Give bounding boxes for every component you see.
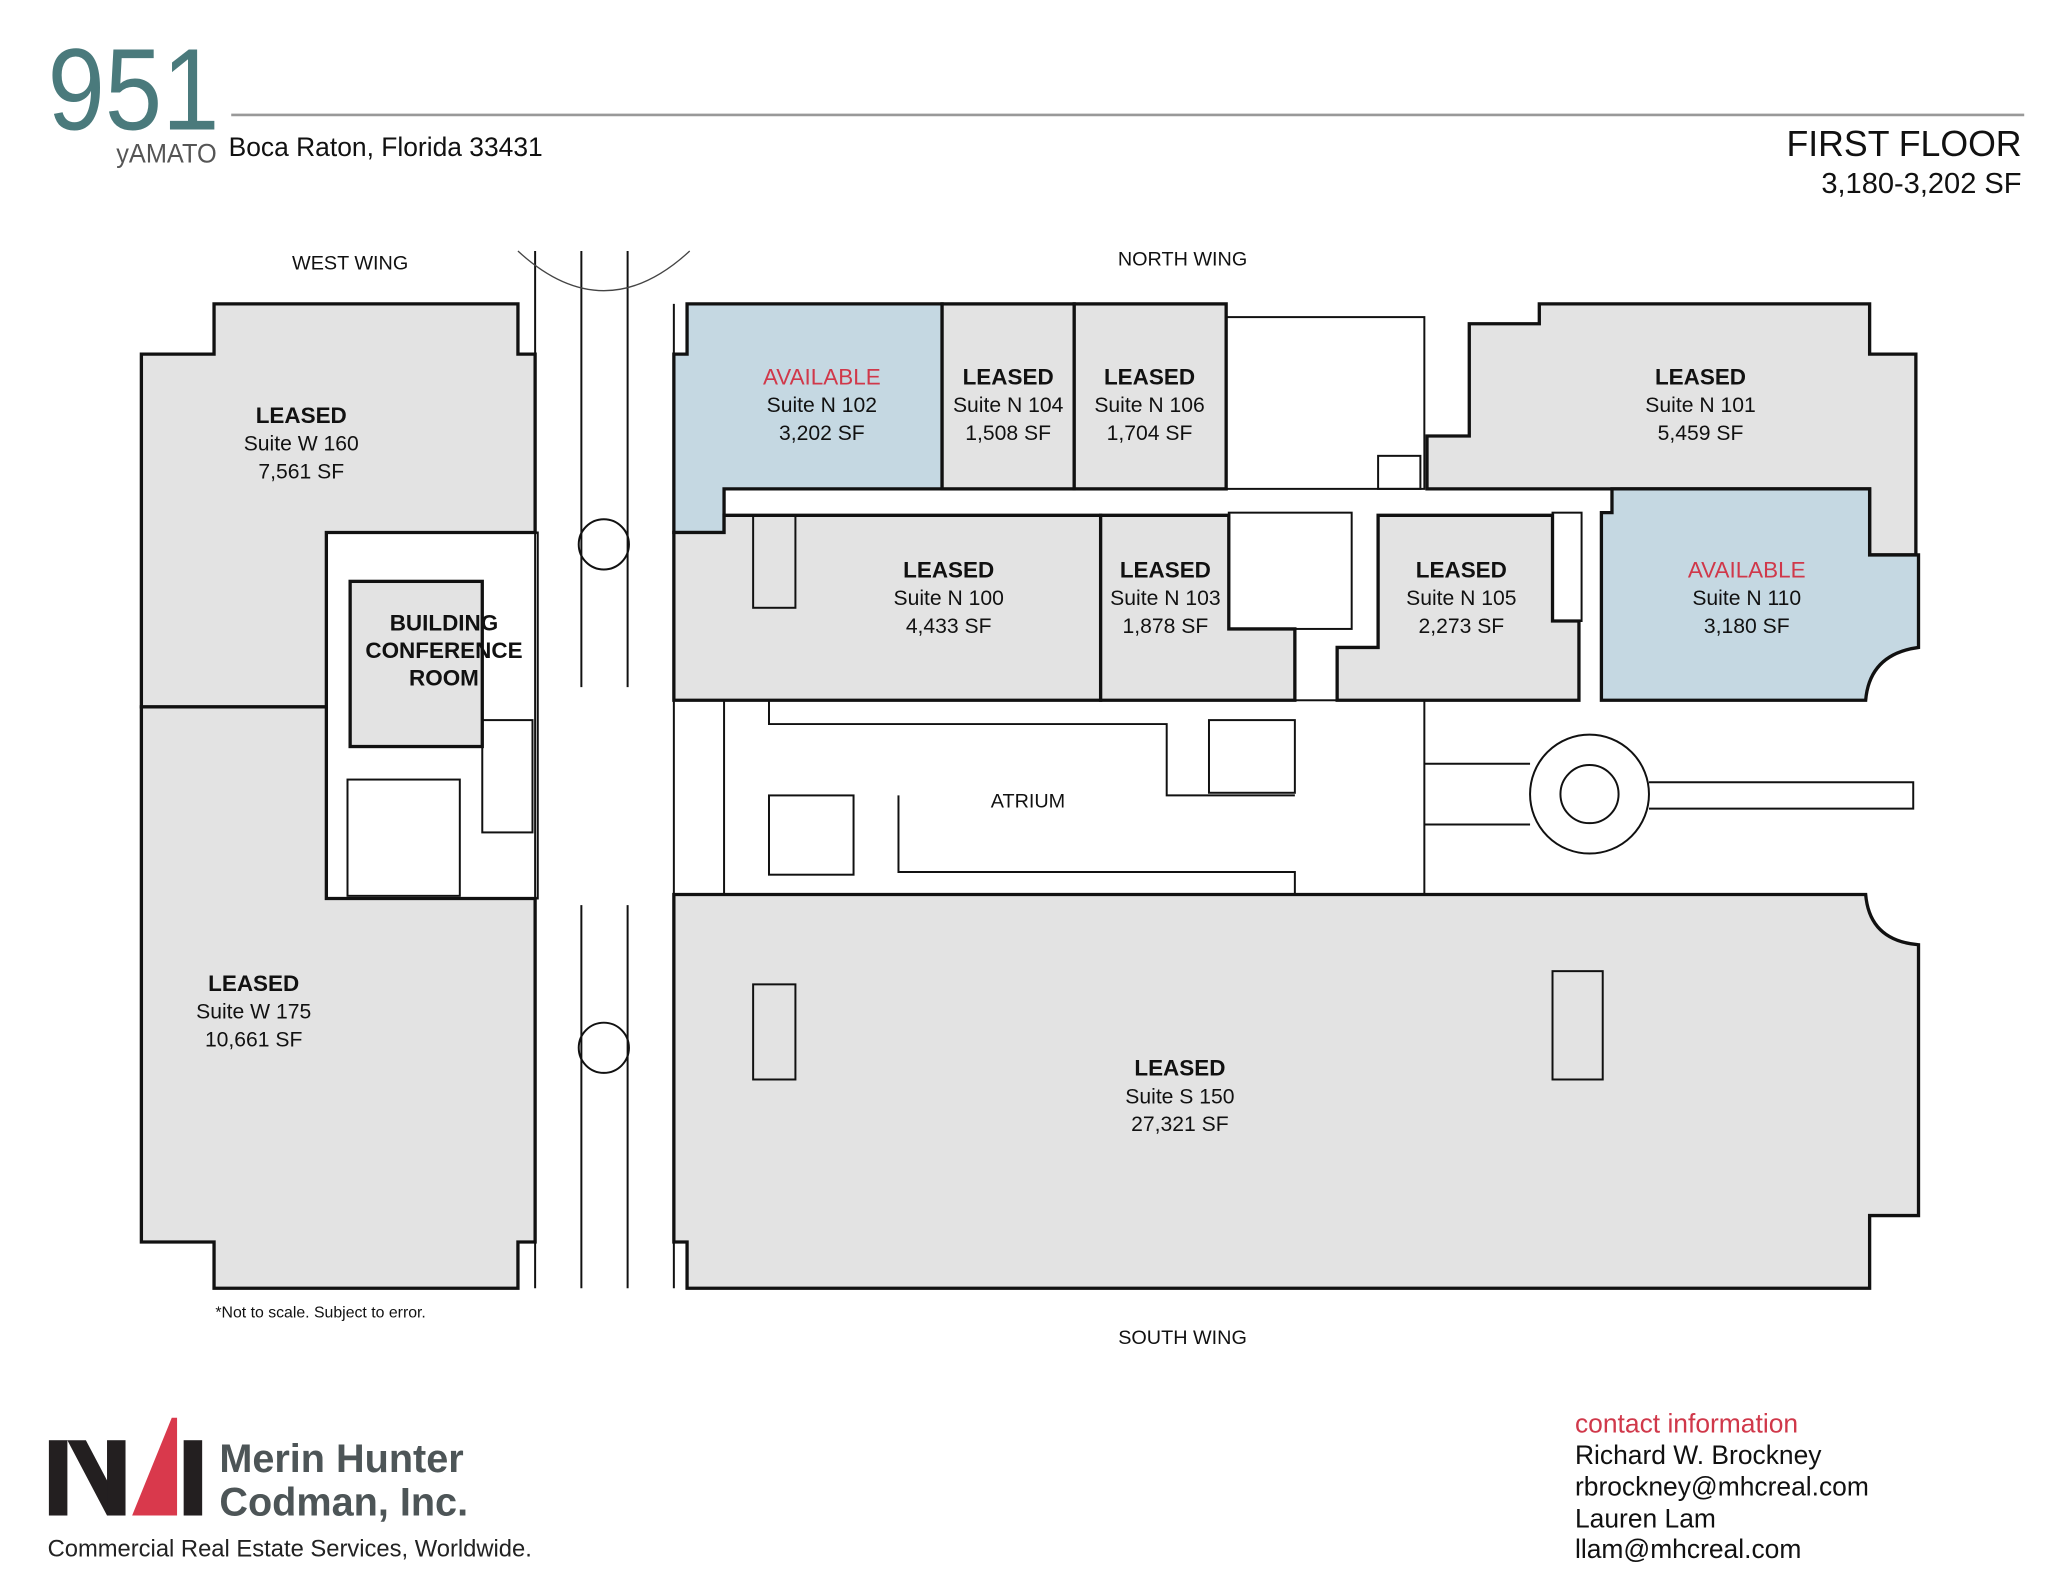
suite-status: LEASED [1104, 364, 1195, 389]
suite-sf: 5,459 SF [1658, 422, 1744, 445]
conference-line: CONFERENCE [365, 638, 522, 663]
suite-number: Suite N 106 [1094, 394, 1204, 417]
stair-core [752, 514, 797, 609]
north-wing-label: NORTH WING [1118, 249, 1247, 271]
logo-951: 951 yAMATO [48, 24, 220, 168]
south-wing-label: SOUTH WING [1118, 1327, 1247, 1349]
suite-sf: 1,508 SF [965, 422, 1051, 445]
suite-number: Suite N 105 [1406, 587, 1516, 610]
company-name-line1: Merin Hunter [219, 1437, 463, 1481]
contact-name: Richard W. Brockney [1575, 1440, 1822, 1470]
suite-number: Suite N 102 [767, 394, 877, 417]
suite-n103[interactable]: LEASED Suite N 103 1,878 SF [1098, 513, 1297, 702]
suite-number: Suite N 104 [953, 394, 1064, 417]
suite-status: LEASED [1120, 557, 1211, 582]
company-tagline: Commercial Real Estate Services, Worldwi… [48, 1535, 532, 1562]
suite-s150[interactable]: LEASED Suite S 150 27,321 SF [672, 892, 1921, 1290]
suite-sf: 2,273 SF [1418, 615, 1504, 638]
suite-w175[interactable]: LEASED Suite W 175 10,661 SF [139, 705, 537, 1290]
contact-name: Lauren Lam [1575, 1503, 1716, 1533]
suite-number: Suite W 160 [244, 433, 359, 456]
suite-n110[interactable]: AVAILABLE Suite N 110 3,180 SF [1599, 487, 1921, 702]
suite-n102[interactable]: AVAILABLE Suite N 102 3,202 SF [672, 302, 944, 535]
suite-number: Suite N 100 [893, 587, 1003, 610]
suite-status: LEASED [208, 971, 299, 996]
suite-n101[interactable]: LEASED Suite N 101 5,459 SF [1425, 302, 1918, 557]
suite-number: Suite N 103 [1110, 587, 1220, 610]
suite-status: LEASED [1416, 557, 1507, 582]
nai-logo [48, 1417, 203, 1516]
contact-heading: contact information [1575, 1408, 1798, 1438]
suite-w160[interactable]: LEASED Suite W 160 7,561 SF [139, 302, 537, 709]
suite-status: AVAILABLE [763, 364, 881, 389]
suite-n106[interactable]: LEASED Suite N 106 1,704 SF [1072, 302, 1228, 491]
suite-sf: 10,661 SF [205, 1028, 303, 1051]
contact-email[interactable]: llam@mhcreal.com [1575, 1534, 1801, 1564]
suite-status: LEASED [1134, 1056, 1225, 1081]
suite-n100[interactable]: LEASED Suite N 100 4,433 SF [672, 513, 1103, 702]
suite-number: Suite N 110 [1692, 587, 1801, 610]
suite-status: LEASED [963, 364, 1054, 389]
suite-number: Suite S 150 [1125, 1085, 1234, 1108]
conference-line: BUILDING [390, 610, 499, 635]
floor-title: FIRST FLOOR [1786, 124, 2021, 164]
company-name-line2: Codman, Inc. [219, 1481, 468, 1525]
suite-status: AVAILABLE [1688, 557, 1806, 582]
suite-number: Suite W 175 [196, 1001, 311, 1024]
contact-email[interactable]: rbrockney@mhcreal.com [1575, 1472, 1869, 1502]
west-wing-label: WEST WING [292, 253, 408, 275]
suite-sf: 1,704 SF [1107, 422, 1193, 445]
logo-number: 951 [48, 24, 220, 154]
floor-sf: 3,180-3,202 SF [1821, 168, 2021, 200]
atrium-label: ATRIUM [991, 790, 1065, 812]
address: Boca Raton, Florida 33431 [229, 132, 543, 162]
stair-core [1551, 970, 1604, 1081]
suite-number: Suite N 101 [1645, 394, 1755, 417]
suite-sf: 27,321 SF [1131, 1113, 1229, 1136]
suite-status: LEASED [1655, 364, 1746, 389]
suite-status: LEASED [903, 557, 994, 582]
suite-sf: 4,433 SF [906, 615, 992, 638]
stair-core [752, 983, 797, 1081]
conference-line: ROOM [409, 666, 479, 691]
suite-sf: 1,878 SF [1123, 615, 1209, 638]
conference-room[interactable]: BUILDING CONFERENCE ROOM [348, 579, 523, 749]
suite-n104[interactable]: LEASED Suite N 104 1,508 SF [940, 302, 1076, 491]
suite-n105[interactable]: LEASED Suite N 105 2,273 SF [1335, 513, 1581, 702]
suite-status: LEASED [256, 403, 347, 428]
scale-note: *Not to scale. Subject to error. [215, 1304, 425, 1321]
suite-sf: 3,180 SF [1704, 615, 1790, 638]
suite-sf: 7,561 SF [258, 460, 344, 483]
logo-word: yAMATO [116, 139, 216, 169]
suite-sf: 3,202 SF [779, 422, 865, 445]
